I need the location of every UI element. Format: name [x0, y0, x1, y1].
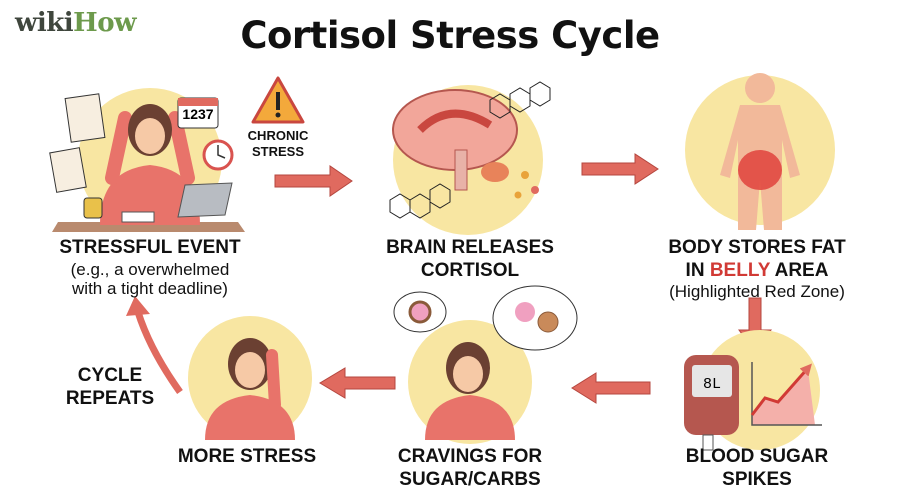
- cupcake-icon: [515, 302, 535, 322]
- curved-arrow-cycle: [134, 310, 183, 395]
- arrow-left-1: [571, 372, 651, 404]
- warning-icon: [251, 76, 305, 124]
- donut-icon: [408, 300, 432, 324]
- mug-icon: [83, 197, 103, 219]
- laptop-icon: [177, 182, 233, 218]
- stressful-event-illustration: [49, 88, 245, 232]
- arrow-right-1: [274, 165, 353, 197]
- thought-bubble: [492, 285, 578, 351]
- page-title: Cortisol Stress Cycle: [240, 14, 660, 57]
- arrow-left-2: [319, 367, 396, 399]
- donut-icon: [537, 311, 559, 333]
- step-stressful-event-sub2: with a tight deadline): [72, 279, 228, 298]
- step-more-stress-label: MORE STRESS: [177, 446, 317, 467]
- body-illustration: [685, 73, 835, 230]
- step-belly-fat-sub: (Highlighted Red Zone): [669, 282, 845, 301]
- step-stressful-event-title: STRESSFUL EVENT: [59, 237, 241, 258]
- brain-illustration: [389, 81, 551, 235]
- step-belly-fat-label: BODY STORES FAT IN BELLY AREA: [668, 237, 846, 281]
- step-stressful-event-sub1: (e.g., a overwhelmed: [70, 260, 230, 279]
- arrow-right-2: [581, 153, 659, 185]
- calendar-number: 1237: [182, 106, 214, 122]
- cravings-illustration: [393, 285, 578, 444]
- more-stress-illustration: [188, 316, 312, 440]
- meter-reading: 8L: [703, 376, 721, 393]
- wikihow-logo: wikiHow: [15, 8, 136, 38]
- blood-sugar-illustration: 8L: [684, 330, 822, 451]
- belly-fat-zone: [738, 150, 782, 190]
